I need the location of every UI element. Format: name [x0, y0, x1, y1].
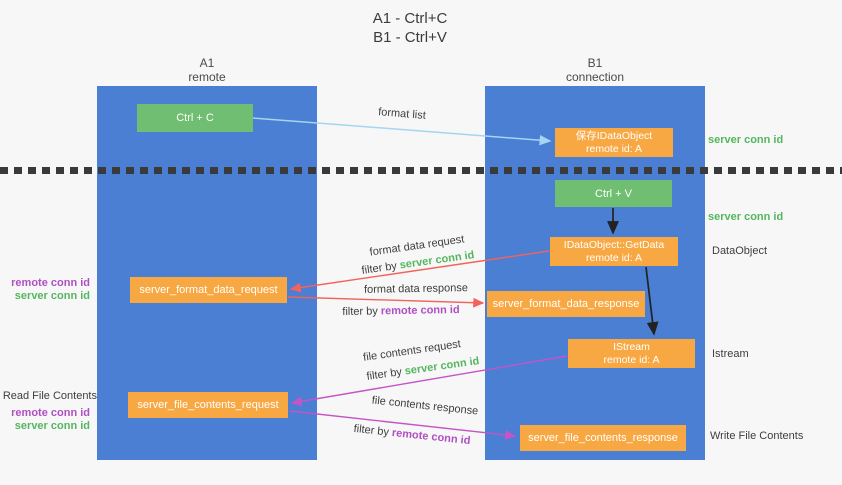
- remote-conn-id-text: remote conn id: [380, 303, 460, 318]
- server-format-data-response-box: server_format_data_response: [487, 291, 645, 317]
- column-header-b1: B1 connection: [485, 56, 705, 84]
- column-a1-id: A1: [199, 56, 215, 70]
- server-conn-id-annotation-top: server conn id: [708, 134, 784, 146]
- title-line-1: A1 - Ctrl+C: [372, 10, 448, 27]
- write-file-contents-annotation: Write File Contents: [710, 430, 804, 442]
- server-file-contents-request-box: server_file_contents_request: [128, 392, 288, 418]
- file-contents-response-label: file contents response: [371, 394, 479, 418]
- filter-by-text: filter by: [365, 366, 403, 383]
- format-data-response-label: format data response: [363, 282, 469, 296]
- server-format-data-response-label: server_format_data_response: [492, 297, 640, 310]
- column-b1-name: connection: [565, 70, 625, 84]
- ctrl-c-action-box: Ctrl + C: [137, 104, 253, 132]
- format-list-label: format list: [377, 106, 427, 122]
- filter-by-text: filter by: [342, 305, 378, 319]
- diagram-title: A1 - Ctrl+C B1 - Ctrl+V: [0, 9, 820, 47]
- save-idataobject-box: 保存IDataObject remote id: A: [555, 128, 673, 157]
- left-conn-id-group-1: remote conn id server conn id: [0, 277, 90, 303]
- column-header-a1: A1 remote: [97, 56, 317, 84]
- server-file-contents-response-label: server_file_contents_response: [528, 431, 678, 444]
- save-idataobject-line2: remote id: A: [585, 142, 643, 155]
- copy-paste-separator-line: [0, 167, 842, 174]
- filter-by-text: filter by: [353, 422, 390, 439]
- server-format-data-request-box: server_format_data_request: [130, 277, 287, 303]
- server-conn-id-annotation-mid: server conn id: [708, 211, 784, 223]
- title-line-2: B1 - Ctrl+V: [373, 29, 447, 46]
- getdata-line1: IDataObject::GetData: [563, 238, 665, 251]
- ctrl-c-label: Ctrl + C: [176, 112, 214, 124]
- dataobject-annotation: DataObject: [712, 245, 768, 257]
- save-idataobject-line1: 保存IDataObject: [575, 129, 653, 142]
- ctrl-v-label: Ctrl + V: [595, 187, 632, 200]
- server-file-contents-request-label: server_file_contents_request: [137, 398, 279, 411]
- server-conn-id-annotation-2: server conn id: [14, 420, 90, 432]
- column-a1-name: remote: [188, 70, 226, 84]
- remote-conn-id-annotation-2: remote conn id: [11, 407, 90, 419]
- getdata-line2: remote id: A: [585, 251, 643, 264]
- server-conn-id-text: server conn id: [403, 355, 481, 378]
- column-b1-id: B1: [587, 56, 603, 70]
- server-conn-id-annotation-1: server conn id: [14, 290, 90, 302]
- format-data-response-arrow: [287, 296, 485, 308]
- server-format-data-request-label: server_format_data_request: [139, 283, 278, 296]
- remote-conn-id-text: remote conn id: [391, 426, 471, 448]
- server-file-contents-response-box: server_file_contents_response: [520, 425, 686, 451]
- idataobject-getdata-box: IDataObject::GetData remote id: A: [550, 237, 678, 266]
- ctrl-v-action-box: Ctrl + V: [555, 180, 672, 207]
- istream-line2: remote id: A: [603, 353, 660, 366]
- istream-box: IStream remote id: A: [568, 339, 695, 368]
- left-conn-id-group-2: remote conn id server conn id: [0, 407, 90, 433]
- istream-line1: IStream: [613, 340, 650, 353]
- filter-by-text: filter by: [360, 260, 398, 277]
- remote-conn-id-annotation-1: remote conn id: [11, 277, 90, 289]
- read-file-contents-annotation: Read File Contents: [2, 390, 97, 402]
- istream-annotation: Istream: [712, 348, 749, 360]
